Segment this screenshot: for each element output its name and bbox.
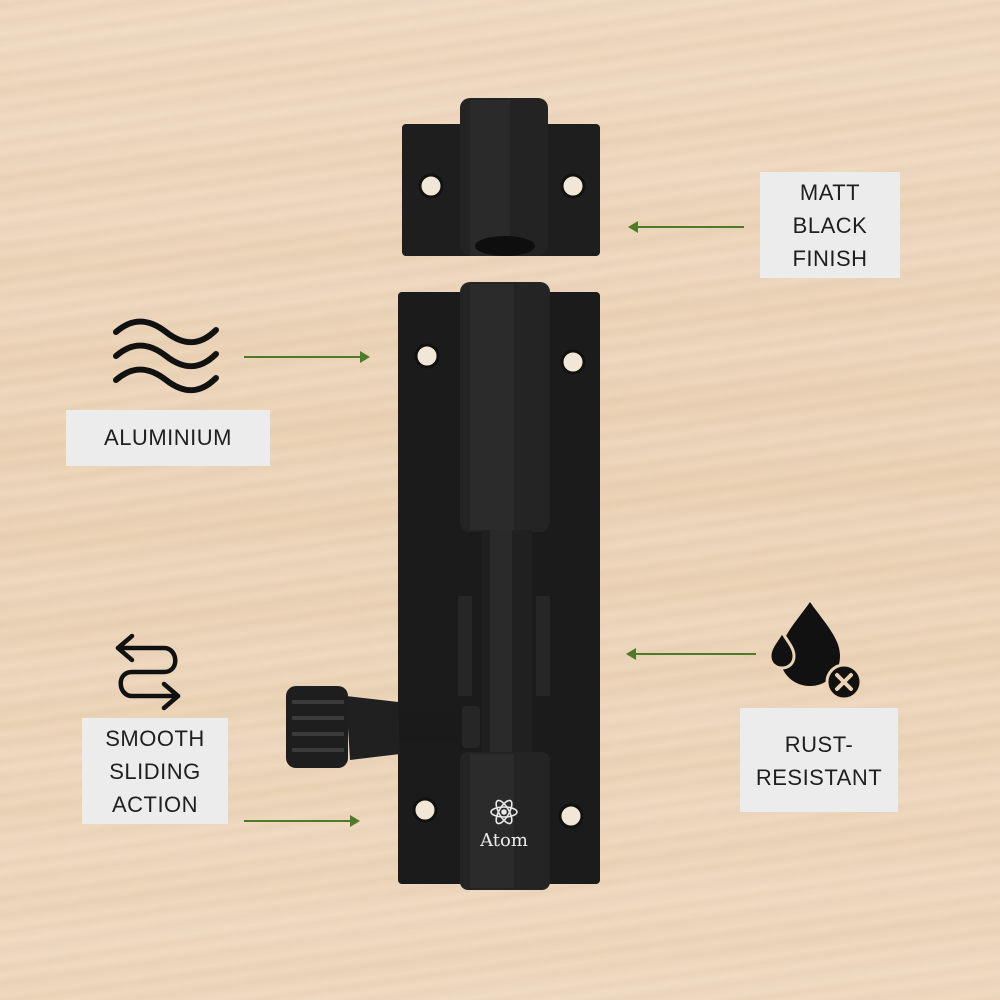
aluminium-label: ALUMINIUM [66, 410, 270, 466]
smooth-sliding-line-3: ACTION [111, 792, 199, 817]
waves-icon [113, 318, 219, 394]
rust-resistant-line-2: RESISTANT [755, 765, 883, 790]
matt-black-finish-label: MATT BLACK FINISH [760, 172, 900, 278]
smooth-sliding-line-1: SMOOTH [105, 726, 205, 751]
matt-black-arrow [628, 221, 744, 233]
bolt-keeper [402, 98, 600, 256]
matt-black-line-2: BLACK [792, 213, 868, 238]
rust-resistant-arrow [626, 648, 756, 660]
matt-black-line-1: MATT [799, 180, 861, 205]
rust-resistant-line-1: RUST- [784, 732, 854, 757]
water-drop-no-icon [768, 602, 863, 701]
smooth-sliding-arrow [244, 815, 360, 827]
sliding-arrows-icon [115, 633, 181, 711]
bolt-base-plate [398, 282, 600, 890]
atom-logo-icon [490, 799, 518, 825]
rust-resistant-label: RUST- RESISTANT [740, 708, 898, 812]
smooth-sliding-label: SMOOTH SLIDING ACTION [82, 718, 228, 824]
bolt-knob-handle [286, 686, 480, 768]
smooth-sliding-line-2: SLIDING [109, 759, 201, 784]
matt-black-line-3: FINISH [792, 246, 868, 271]
aluminium-arrow [244, 351, 370, 363]
brand-name: Atom [480, 830, 528, 851]
